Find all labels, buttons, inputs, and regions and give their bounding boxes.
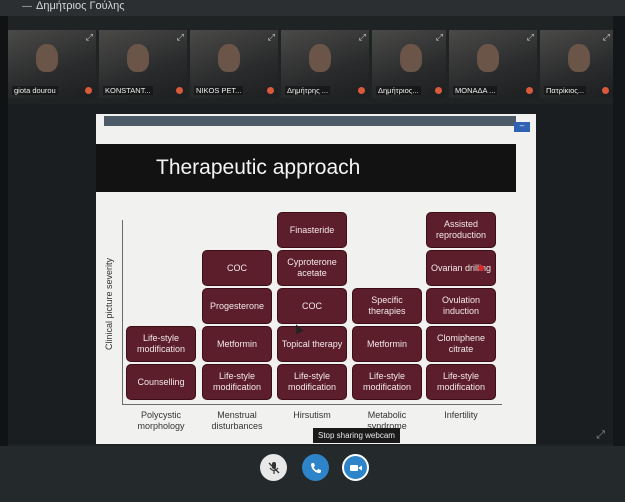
participant-tile[interactable]: giota dourou ⤢ bbox=[8, 30, 96, 98]
mic-icon bbox=[526, 87, 533, 94]
minimize-icon[interactable]: – bbox=[514, 122, 530, 132]
mic-icon bbox=[267, 87, 274, 94]
therapy-box: Ovulation induction bbox=[426, 288, 496, 324]
expand-icon[interactable]: ⤢ bbox=[358, 32, 366, 42]
therapy-box: Specific therapies bbox=[352, 288, 422, 324]
therapy-box: Topical therapy bbox=[277, 326, 347, 362]
tooltip: Stop sharing webcam bbox=[313, 428, 400, 443]
expand-icon[interactable]: ⤢ bbox=[85, 32, 93, 42]
x-axis-label: Infertility bbox=[444, 410, 478, 420]
video-camera-icon[interactable] bbox=[342, 454, 369, 481]
therapy-box: COC bbox=[202, 250, 272, 286]
participant-video bbox=[568, 44, 590, 72]
participants-strip: giota dourou ⤢ KONSTANT... ⤢ NIKOS PET..… bbox=[8, 30, 613, 102]
y-axis bbox=[122, 220, 123, 404]
participant-video bbox=[218, 44, 240, 72]
participant-tile[interactable]: Δημήτριος... ⤢ bbox=[372, 30, 446, 98]
expand-icon[interactable]: ⤢ bbox=[526, 32, 534, 42]
y-axis-label: Clinical picture severity bbox=[104, 257, 114, 351]
therapy-box: Life-style modification bbox=[426, 364, 496, 400]
mic-icon bbox=[176, 87, 183, 94]
participant-name: KONSTANT... bbox=[103, 86, 153, 95]
laser-pointer-dot bbox=[478, 265, 484, 271]
x-axis-label: Hirsutism bbox=[293, 410, 331, 420]
slide-title: Therapeutic approach bbox=[156, 156, 361, 179]
participant-tile[interactable]: Πατρίκιος... ⤢ bbox=[540, 30, 613, 98]
slide-window-bar bbox=[104, 116, 516, 126]
participant-name: NIKOS PET... bbox=[194, 86, 244, 95]
therapy-box: Counselling bbox=[126, 364, 196, 400]
mic-icon bbox=[85, 87, 92, 94]
slide-title-band: Therapeutic approach bbox=[96, 144, 516, 192]
therapy-box: Life-style modification bbox=[277, 364, 347, 400]
presentation-slide: – Therapeutic approach Clinical picture … bbox=[96, 114, 536, 444]
participant-name: Δημήτριος... bbox=[376, 86, 421, 95]
participant-name: Πατρίκιος... bbox=[544, 86, 587, 95]
therapy-box: Assisted reproduction bbox=[426, 212, 496, 248]
participant-name: ΜΟΝΑΔΑ ... bbox=[453, 86, 498, 95]
mic-icon bbox=[602, 87, 609, 94]
therapy-box: Life-style modification bbox=[352, 364, 422, 400]
participant-tile[interactable]: Δημήτρης ... ⤢ bbox=[281, 30, 369, 98]
therapy-box: Metformin bbox=[352, 326, 422, 362]
therapy-box: Cyproterone acetate bbox=[277, 250, 347, 286]
call-controls bbox=[0, 446, 625, 502]
minimize-icon[interactable]: — bbox=[22, 1, 32, 12]
shared-screen: – Therapeutic approach Clinical picture … bbox=[8, 104, 613, 444]
therapy-box: Ovarian drilling bbox=[426, 250, 496, 286]
x-axis bbox=[122, 404, 502, 405]
participant-name: giota dourou bbox=[12, 86, 58, 95]
therapy-box: Finasteride bbox=[277, 212, 347, 248]
participant-video bbox=[127, 44, 149, 72]
participant-tile[interactable]: ΜΟΝΑΔΑ ... ⤢ bbox=[449, 30, 537, 98]
therapy-box: Progesterone bbox=[202, 288, 272, 324]
window-title: Δημήτριος Γούλης bbox=[36, 0, 125, 12]
therapy-box: Life-style modification bbox=[126, 326, 196, 362]
therapy-box: Clomiphene citrate bbox=[426, 326, 496, 362]
frame-left bbox=[0, 16, 8, 502]
expand-icon[interactable]: ⤢ bbox=[435, 32, 443, 42]
participant-name: Δημήτρης ... bbox=[285, 86, 331, 95]
therapy-box: Metformin bbox=[202, 326, 272, 362]
mic-muted-icon[interactable] bbox=[260, 454, 287, 481]
fullscreen-icon[interactable]: ⤢ bbox=[596, 429, 605, 441]
phone-icon[interactable] bbox=[302, 454, 329, 481]
participant-video bbox=[36, 44, 58, 72]
expand-icon[interactable]: ⤢ bbox=[602, 32, 610, 42]
therapy-box: Life-style modification bbox=[202, 364, 272, 400]
participant-tile[interactable]: NIKOS PET... ⤢ bbox=[190, 30, 278, 98]
participant-tile[interactable]: KONSTANT... ⤢ bbox=[99, 30, 187, 98]
participant-video bbox=[477, 44, 499, 72]
therapy-box: COC bbox=[277, 288, 347, 324]
expand-icon[interactable]: ⤢ bbox=[176, 32, 184, 42]
participant-video bbox=[400, 44, 422, 72]
participant-video bbox=[309, 44, 331, 72]
mic-icon bbox=[435, 87, 442, 94]
expand-icon[interactable]: ⤢ bbox=[267, 32, 275, 42]
title-bar: — Δημήτριος Γούλης bbox=[0, 0, 625, 16]
frame-right bbox=[613, 16, 625, 502]
mic-icon bbox=[358, 87, 365, 94]
